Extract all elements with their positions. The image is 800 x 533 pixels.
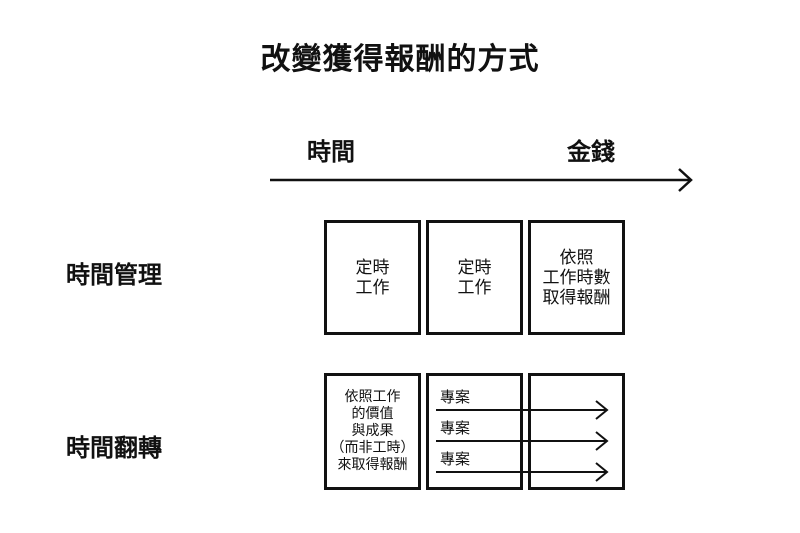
fixed-hours-box-1: 定時 工作 xyxy=(324,220,421,335)
project-arrow-1 xyxy=(436,400,609,420)
hourly-pay-box: 依照 工作時數 取得報酬 xyxy=(528,220,625,335)
project-box-1 xyxy=(426,373,523,490)
project-label-3: 專案 xyxy=(440,450,471,468)
project-label-2: 專案 xyxy=(440,419,471,437)
project-label-1: 專案 xyxy=(440,388,471,406)
project-arrow-2 xyxy=(436,431,609,451)
row-label-time-flip: 時間翻轉 xyxy=(66,434,162,462)
value-based-pay-box: 依照工作 的價值 與成果 （而非工時） 來取得報酬 xyxy=(324,373,421,490)
axis-end-label: 金錢 xyxy=(567,138,615,166)
diagram-title: 改變獲得報酬的方式 xyxy=(260,42,540,77)
project-arrow-3 xyxy=(436,462,609,482)
row-label-time-management: 時間管理 xyxy=(66,261,162,289)
fixed-hours-box-2: 定時 工作 xyxy=(426,220,523,335)
timeline-arrow xyxy=(270,168,693,192)
axis-start-label: 時間 xyxy=(307,138,355,166)
project-box-2 xyxy=(528,373,625,490)
